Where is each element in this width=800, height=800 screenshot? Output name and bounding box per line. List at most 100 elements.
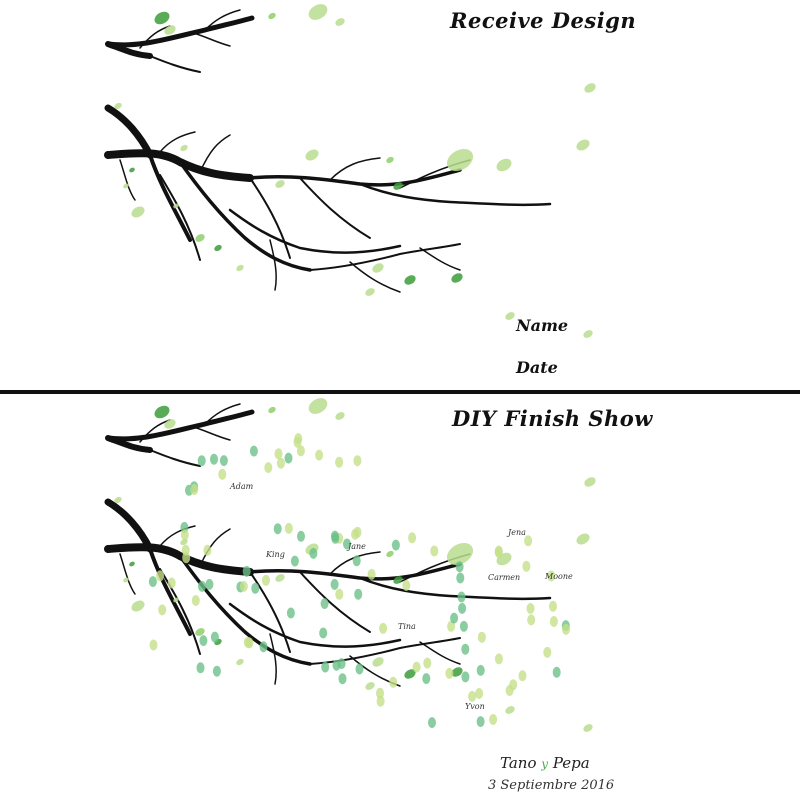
branch (104, 498, 154, 553)
branch (189, 31, 231, 47)
diy-finish-show-panel: DIY Finish Show Adam King Jane Jena Carm… (0, 394, 800, 800)
fingerprint (196, 662, 205, 674)
fingerprint (148, 576, 157, 588)
section-divider (0, 390, 800, 394)
fingerprint (354, 588, 363, 600)
branch (358, 576, 552, 601)
fingerprint (459, 620, 468, 632)
fingerprint (296, 445, 305, 457)
couple-joiner: y (541, 757, 549, 771)
fingerprint (158, 604, 167, 616)
fingerprint (239, 580, 248, 592)
fingerprint (461, 671, 470, 683)
leaf (164, 25, 176, 35)
tree-leaves (114, 4, 596, 338)
fingerprint (197, 455, 206, 467)
leaf (308, 398, 328, 414)
couple-name-1: Tano (500, 754, 537, 772)
leaf (576, 139, 590, 151)
branch (159, 174, 201, 261)
fingerprint (353, 455, 362, 467)
fingerprint (412, 661, 421, 673)
leaf (131, 206, 145, 218)
leaf (584, 83, 596, 93)
leaf (451, 273, 463, 283)
fingerprint (547, 570, 556, 582)
guest-signature: Carmen (488, 573, 521, 582)
fingerprint (180, 529, 189, 541)
fingerprint (461, 643, 470, 655)
leaf (404, 275, 416, 285)
couple-names: Tano y Pepa (500, 754, 590, 772)
leaf (583, 330, 593, 338)
wedding-date: 3 Septiembre 2016 (488, 778, 615, 793)
leaf (236, 658, 244, 666)
fingerprint (468, 690, 477, 702)
fingerprint (518, 670, 527, 682)
leaf (180, 538, 188, 546)
fingerprint (212, 665, 221, 677)
leaf (576, 533, 590, 545)
fingerprint (191, 595, 200, 606)
branch (159, 568, 201, 655)
fingerprint (274, 448, 283, 460)
branch (159, 131, 196, 153)
fingerprint (182, 552, 191, 564)
fingerprint (332, 659, 341, 671)
fingerprint (477, 631, 486, 643)
fingerprint (456, 572, 465, 584)
branch (249, 177, 291, 259)
fingerprint (423, 657, 432, 669)
fingerprint (379, 622, 388, 634)
fingerprint (445, 667, 454, 679)
leaf (393, 576, 403, 584)
fingerprint (218, 468, 227, 480)
fingerprint (549, 600, 557, 612)
fingerprint (489, 714, 498, 725)
branch (299, 571, 371, 633)
fingerprint (494, 547, 503, 558)
fingerprint (389, 676, 398, 688)
fingerprint (355, 663, 364, 675)
leaf (268, 406, 276, 414)
branch (204, 403, 241, 425)
fingerprint (457, 591, 466, 603)
fingerprint (297, 530, 305, 542)
guest-signature: Adam (230, 482, 254, 491)
leaf (195, 234, 205, 242)
fingerprint (315, 449, 324, 461)
leaf (268, 12, 276, 20)
leaf (275, 180, 285, 188)
fingerprint (494, 653, 503, 665)
leaf (129, 167, 135, 173)
fingerprint (330, 530, 339, 542)
branch (178, 160, 312, 272)
leaf (173, 597, 179, 603)
branch (119, 553, 136, 595)
branch (349, 261, 401, 293)
fingerprint (526, 603, 535, 614)
branch (148, 153, 192, 242)
branch (149, 449, 201, 467)
leaf (496, 158, 512, 172)
branch (419, 641, 461, 665)
fingerprint (290, 555, 299, 567)
branch (299, 177, 371, 239)
leaf (123, 183, 129, 189)
fingerprint (198, 580, 206, 592)
fingerprint (319, 627, 328, 639)
branch (309, 243, 461, 271)
fingerprint (335, 456, 344, 468)
guest-signature: Jane (348, 542, 366, 551)
fingerprint (367, 568, 376, 580)
leaf (372, 263, 384, 273)
leaf (180, 144, 188, 152)
branch (148, 547, 192, 636)
fingerprint (210, 631, 219, 643)
branch (119, 159, 136, 201)
leaf (154, 405, 170, 419)
branch (105, 15, 255, 48)
branch (329, 157, 381, 181)
couple-name-2: Pepa (552, 754, 590, 772)
fingerprint (262, 574, 270, 586)
